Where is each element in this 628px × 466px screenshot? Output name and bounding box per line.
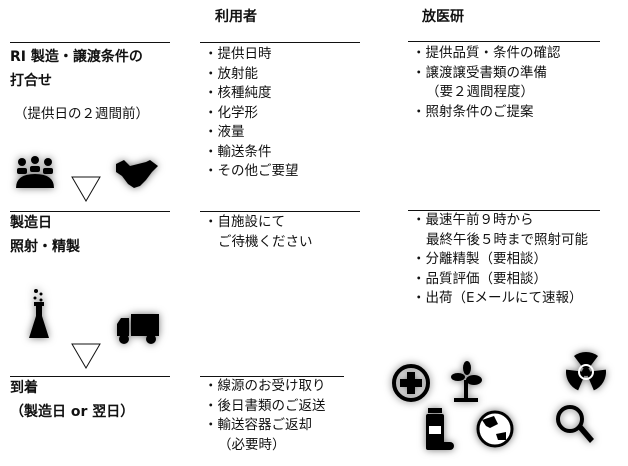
down-arrow-triangle (71, 176, 101, 202)
flask-icon (29, 289, 49, 338)
list-item: （必要時） (218, 436, 286, 453)
stage-production: 製造日 照射・精製 (10, 211, 80, 259)
list-item: ・照射条件のご提案 (412, 103, 534, 120)
radiation-icon (566, 352, 606, 391)
list-item: ・輸送容器ご返却 (204, 417, 312, 433)
group-icon (16, 156, 54, 188)
list-item: ・自施設にて (204, 214, 285, 230)
user-list-arrival: ・線源のお受け取り ・後日書類のご返送 ・輸送容器ご返却 （必要時） (204, 377, 326, 455)
list-item: ・核種純度 (204, 85, 272, 101)
divider (408, 210, 600, 211)
divider (200, 211, 360, 212)
plant-icon (451, 361, 482, 402)
stage-planning: RI 製造・譲渡条件の 打合せ (10, 45, 143, 93)
stage-line: 製造日 (10, 215, 52, 231)
divider (200, 376, 344, 377)
stage-line: （製造日 or 翌日） (10, 404, 135, 420)
list-item: （要２週間程度） (426, 84, 534, 100)
list-item: ・放射能 (204, 65, 258, 82)
list-item: ・後日書類のご返送 (204, 397, 326, 414)
divider (10, 42, 170, 43)
header-nirs: 放医研 (422, 9, 464, 25)
list-item: 最終午後５時まで照射可能 (426, 231, 588, 248)
divider (408, 41, 600, 42)
list-item: ・液量 (204, 124, 245, 140)
search-icon (556, 405, 594, 443)
stage-arrival: 到着 （製造日 or 翌日） (10, 376, 134, 424)
list-item: ・その他ご要望 (204, 163, 299, 179)
stage-line: 照射・精製 (10, 239, 80, 255)
globe-icon (476, 410, 514, 448)
stage-line: RI 製造・譲渡条件の (10, 49, 143, 65)
list-item: ご待機ください (218, 233, 313, 250)
stage-line: 打合せ (10, 73, 52, 89)
medical-plus-icon (392, 364, 430, 402)
header-user: 利用者 (215, 9, 257, 25)
handshake-icon (116, 160, 158, 188)
divider (10, 211, 170, 212)
list-item: ・線源のお受け取り (204, 378, 326, 394)
list-item: ・提供品質・条件の確認 (412, 45, 561, 61)
list-item: ・分離精製（要相談） (412, 251, 547, 267)
list-item: ・出荷（Eメールにて速報） (412, 290, 583, 306)
nirs-list-production: ・最速午前９時から 最終午後５時まで照射可能 ・分離精製（要相談） ・品質評価（… (412, 211, 588, 309)
stage-note: （提供日の２週間前） (14, 106, 149, 122)
list-item: ・提供日時 (204, 46, 272, 62)
list-item: ・譲渡譲受書類の準備 (412, 64, 547, 81)
stage-line: 到着 (10, 380, 38, 396)
medicine-bottle-icon (426, 408, 454, 450)
list-item: ・品質評価（要相談） (412, 270, 547, 287)
divider (200, 42, 360, 43)
nirs-list-planning: ・提供品質・条件の確認 ・譲渡譲受書類の準備 （要２週間程度） ・照射条件のご提… (412, 44, 561, 122)
list-item: ・輸送条件 (204, 143, 272, 160)
list-item: ・最速午前９時から (412, 212, 534, 228)
list-item: ・化学形 (204, 104, 258, 121)
down-arrow-triangle (71, 343, 101, 369)
divider (10, 376, 170, 377)
user-list-planning: ・提供日時 ・放射能 ・核種純度 ・化学形 ・液量 ・輸送条件 ・その他ご要望 (204, 45, 299, 182)
truck-icon (117, 314, 159, 344)
user-list-production: ・自施設にて ご待機ください (204, 213, 313, 252)
